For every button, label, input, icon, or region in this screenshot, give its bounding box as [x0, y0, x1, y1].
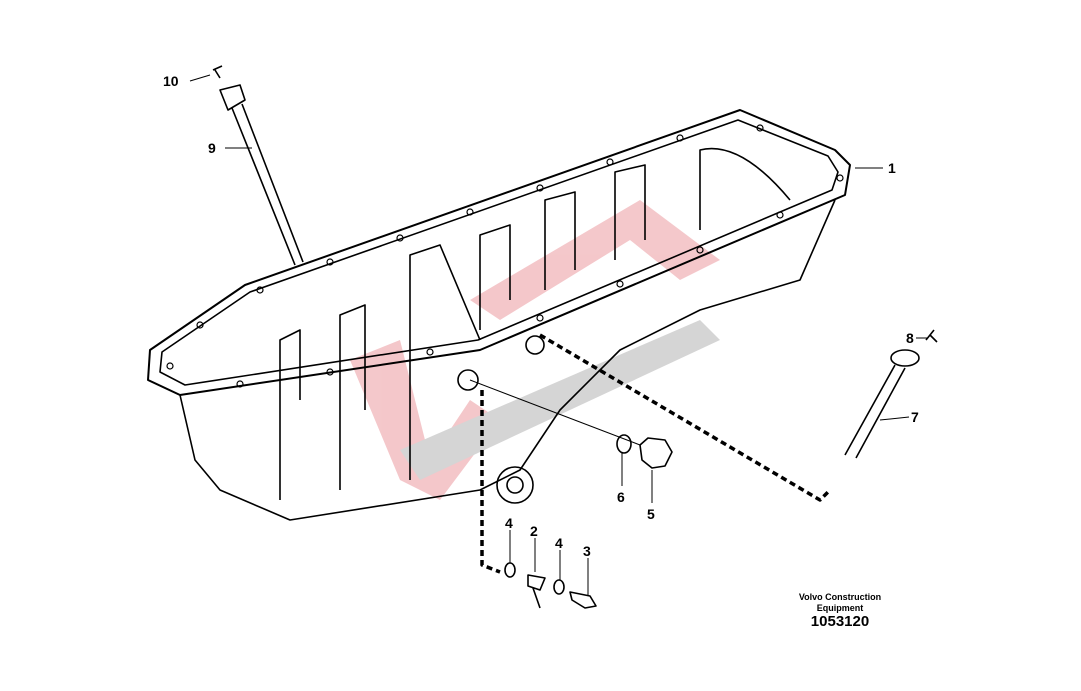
callout-4: 4	[505, 515, 513, 531]
callout-9: 9	[208, 140, 216, 156]
callout-2: 2	[530, 523, 538, 539]
caption-line2: Equipment	[816, 603, 864, 613]
watermark-logo	[350, 200, 720, 500]
caption-company: Volvo Construction Equipment	[770, 592, 910, 614]
caption-line1: Volvo Construction	[798, 592, 882, 602]
callout-8: 8	[906, 330, 914, 346]
drain-plug-part	[639, 437, 673, 469]
callout-4b: 4	[555, 535, 563, 551]
oil-pan	[147, 109, 851, 521]
callout-3: 3	[583, 543, 591, 559]
callout-7: 7	[911, 409, 919, 425]
callout-6: 6	[617, 489, 625, 505]
callout-1: 1	[888, 160, 896, 176]
callout-10: 10	[163, 73, 179, 89]
callout-5: 5	[647, 506, 655, 522]
drawing-number: 1053120	[810, 613, 870, 630]
washer-part	[616, 434, 632, 454]
